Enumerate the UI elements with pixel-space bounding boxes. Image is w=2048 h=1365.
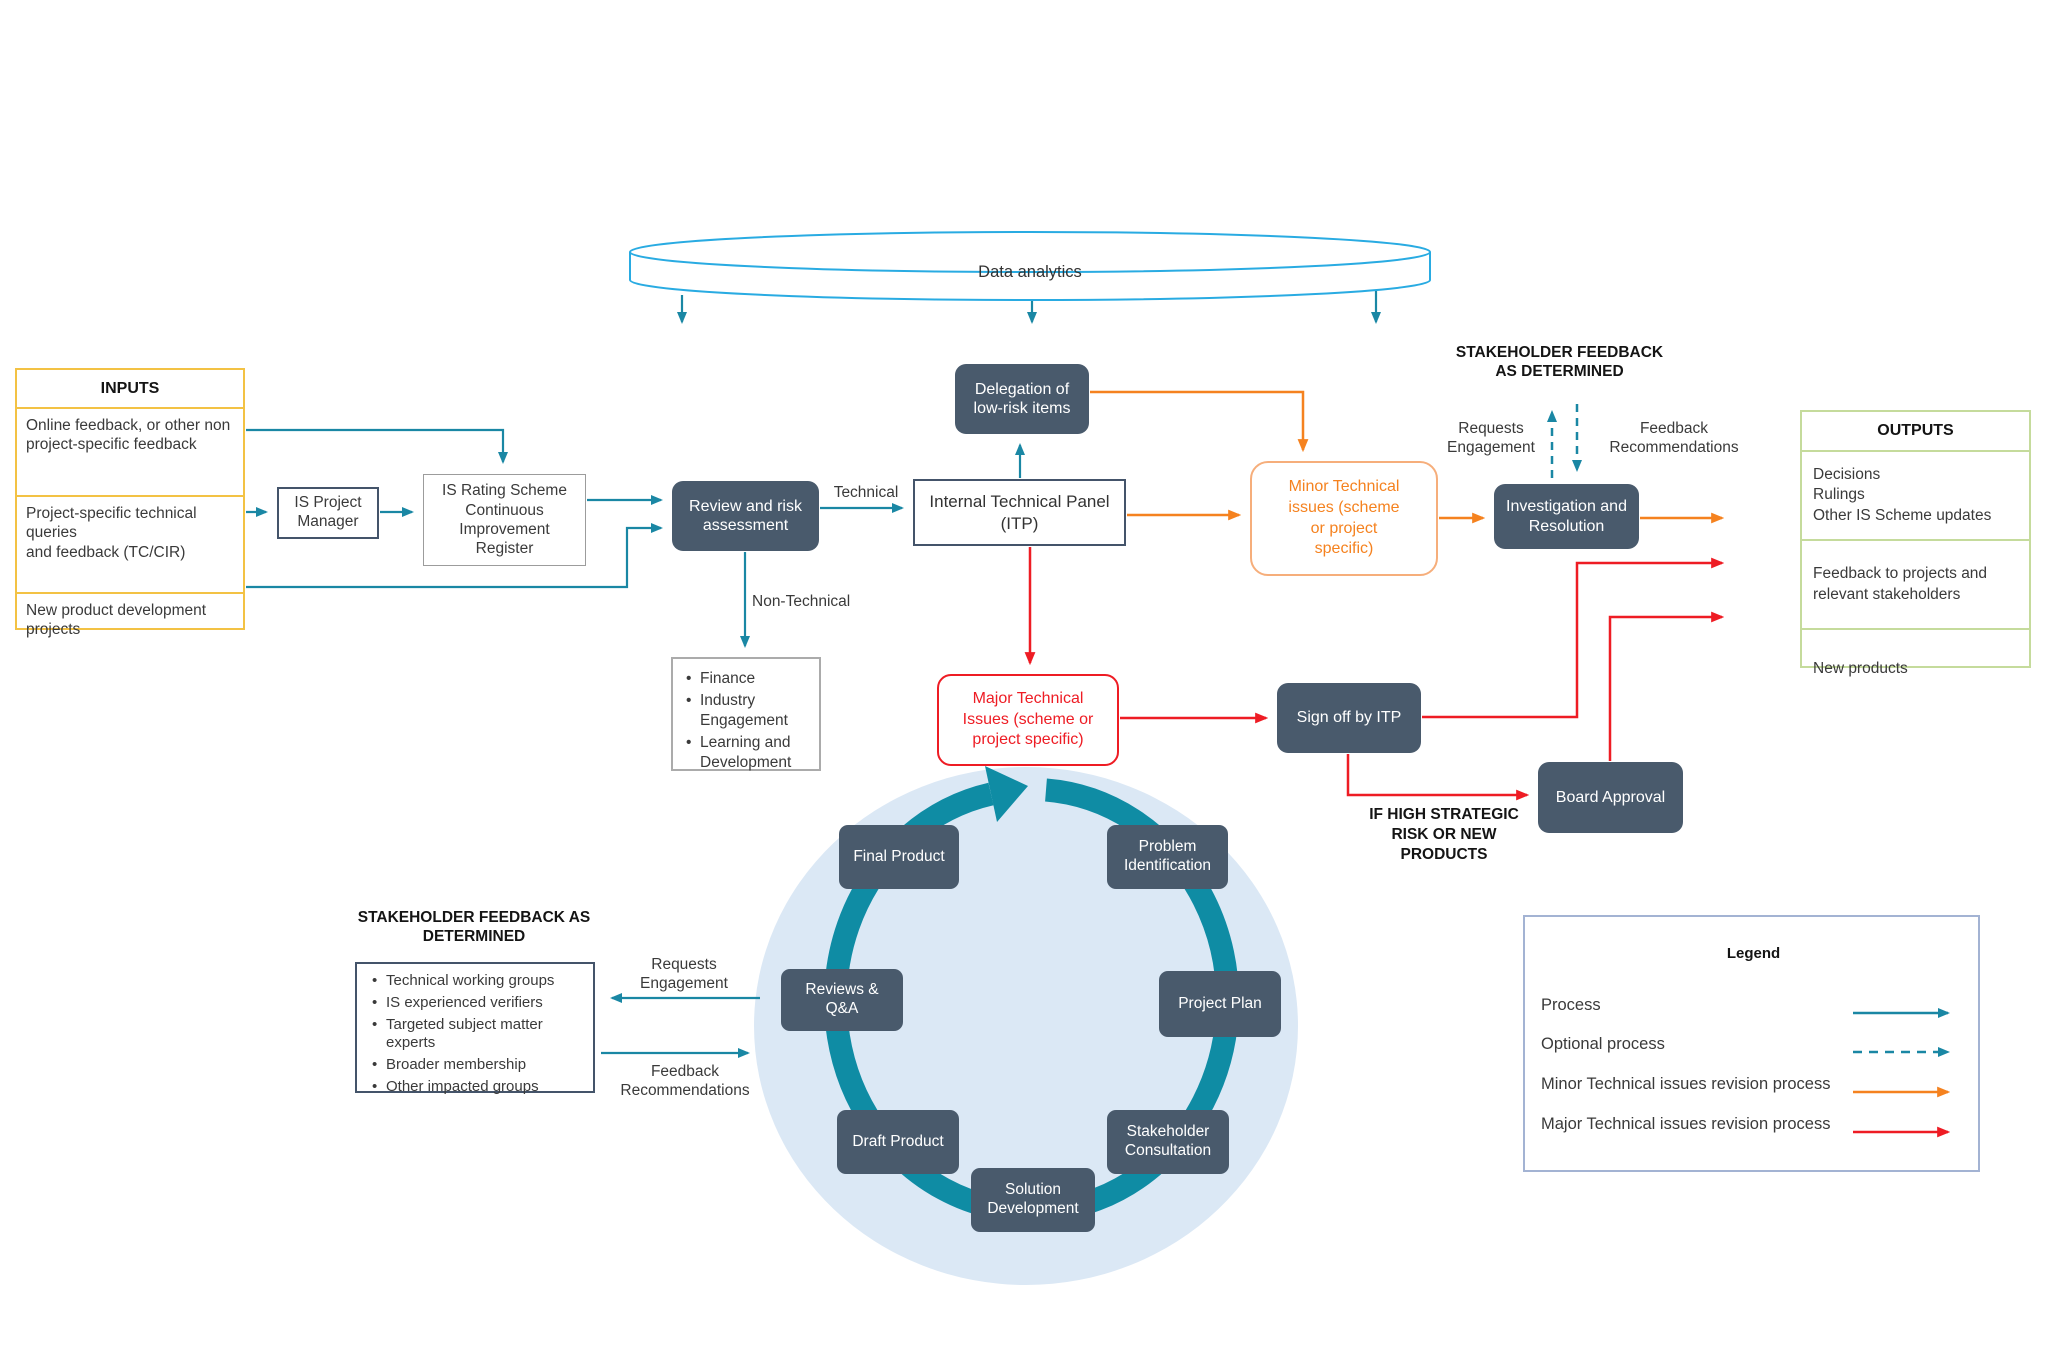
legend-arrow-samples xyxy=(1853,1008,1951,1138)
input-item: New product development projects xyxy=(26,602,207,639)
process-arrows xyxy=(246,291,1381,1058)
optional-process-arrows xyxy=(1547,404,1582,478)
stakeholder-group-item: Other impacted groups xyxy=(367,1078,589,1097)
legend-item-optional-process: Optional process xyxy=(1541,1035,1665,1053)
stakeholder-left-requests-label: Requests Engagement xyxy=(640,956,728,992)
node-investigation-resolution: Investigation and Resolution xyxy=(1494,484,1639,549)
input-item: Project-specific technical queries and f… xyxy=(17,497,243,594)
node-is-project-manager: IS Project Manager xyxy=(277,487,379,539)
non-technical-item: Finance xyxy=(681,669,815,689)
stakeholder-top-title: STAKEHOLDER FEEDBACK AS DETERMINED xyxy=(1455,343,1664,380)
stakeholder-top-feedback-label: Feedback Recommendations xyxy=(1609,420,1739,456)
output-item: New products xyxy=(1813,659,1908,677)
data-analytics-cylinder xyxy=(629,231,1431,301)
data-analytics-label: Data analytics xyxy=(978,262,1082,281)
node-delegation-low-risk: Delegation of low-risk items xyxy=(955,364,1089,434)
outputs-panel: OUTPUTS Decisions Rulings Other IS Schem… xyxy=(1800,410,2031,677)
node-internal-technical-panel: Internal Technical Panel (ITP) xyxy=(913,479,1126,546)
node-major-technical-issues: Major Technical Issues (scheme or projec… xyxy=(937,674,1119,766)
input-item: Online feedback, or other non project-sp… xyxy=(17,409,243,497)
stakeholder-top-requests-label: Requests Engagement xyxy=(1447,420,1535,456)
edge-label-non-technical: Non-Technical xyxy=(752,593,851,610)
stakeholder-left-title: STAKEHOLDER FEEDBACK AS DETERMINED xyxy=(357,908,591,945)
cycle-step-reviews-qa: Reviews & Q&A xyxy=(781,969,903,1031)
non-technical-item: Industry Engagement xyxy=(681,691,815,730)
stakeholder-group-item: IS experienced verifiers xyxy=(367,994,589,1013)
node-review-risk-assessment: Review and risk assessment xyxy=(672,481,819,551)
minor-revision-arrows xyxy=(1090,390,1725,524)
outputs-title: OUTPUTS xyxy=(1802,412,2029,452)
cycle-step-final-product: Final Product xyxy=(839,825,959,889)
cycle-step-stakeholder-consultation: Stakeholder Consultation xyxy=(1107,1110,1229,1174)
cycle-step-solution-development: Solution Development xyxy=(971,1168,1095,1232)
edge-label-technical: Technical xyxy=(833,483,899,501)
non-technical-item: Learning and Development xyxy=(681,733,815,772)
inputs-title: INPUTS xyxy=(17,370,243,409)
cycle-ring-arrowhead xyxy=(985,766,1028,822)
stakeholder-left-box: Technical working groups IS experienced … xyxy=(355,962,595,1096)
stakeholder-group-item: Broader membership xyxy=(367,1056,589,1075)
node-is-rating-register: IS Rating Scheme Continuous Improvement … xyxy=(423,474,586,566)
legend-item-minor-revision: Minor Technical issues revision process xyxy=(1541,1075,1831,1093)
node-board-approval: Board Approval xyxy=(1538,762,1683,833)
cycle-step-problem-identification: Problem Identification xyxy=(1107,825,1228,889)
output-item: Decisions Rulings Other IS Scheme update… xyxy=(1802,452,2029,541)
stakeholder-left-feedback-label: Feedback Recommendations xyxy=(620,1063,750,1099)
non-technical-items-box: Finance Industry Engagement Learning and… xyxy=(671,657,821,771)
legend-panel: Legend Process Optional process Minor Te… xyxy=(1523,915,1980,1172)
output-item: Feedback to projects and relevant stakeh… xyxy=(1802,541,2029,630)
node-sign-off-itp: Sign off by ITP xyxy=(1277,683,1421,753)
legend-item-process: Process xyxy=(1541,996,1601,1014)
edge-label-if-high-risk: IF HIGH STRATEGIC RISK OR NEW PRODUCTS xyxy=(1369,805,1519,864)
major-revision-arrows xyxy=(1024,547,1725,801)
legend-title: Legend xyxy=(1726,944,1781,962)
cycle-step-project-plan: Project Plan xyxy=(1159,971,1281,1037)
stakeholder-group-item: Targeted subject matter experts xyxy=(367,1016,589,1054)
legend-item-major-revision: Major Technical issues revision process xyxy=(1541,1115,1831,1133)
node-minor-technical-issues: Minor Technical issues (scheme or projec… xyxy=(1250,461,1438,576)
inputs-panel: INPUTS Online feedback, or other non pro… xyxy=(15,368,245,638)
stakeholder-group-item: Technical working groups xyxy=(367,972,589,991)
cycle-step-draft-product: Draft Product xyxy=(837,1110,959,1174)
